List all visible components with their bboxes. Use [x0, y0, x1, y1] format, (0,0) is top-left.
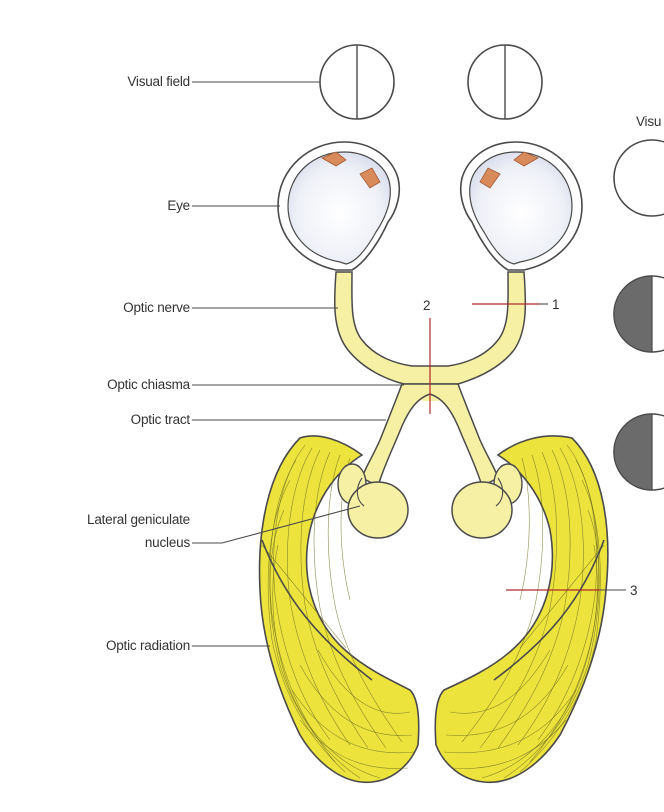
svg-text:Lateral geniculate: Lateral geniculate	[87, 512, 190, 527]
svg-text:nucleus: nucleus	[145, 535, 191, 550]
legend-heading: Visu	[636, 114, 661, 129]
svg-text:Visual field: Visual field	[127, 74, 190, 89]
eye-right	[461, 142, 582, 270]
marker-3-label: 3	[630, 583, 638, 598]
legend-field-normal	[614, 140, 664, 216]
label-eye: Eye	[167, 198, 280, 213]
visual-field-defect-legend: Visu	[614, 114, 664, 490]
visual-field-left	[320, 45, 394, 119]
svg-text:Optic chiasma: Optic chiasma	[107, 377, 191, 392]
svg-text:Optic radiation: Optic radiation	[106, 638, 190, 653]
label-optic-nerve: Optic nerve	[123, 300, 338, 315]
label-optic-chiasma: Optic chiasma	[107, 377, 404, 392]
label-optic-radiation: Optic radiation	[106, 638, 270, 653]
visual-field-right	[468, 45, 542, 119]
eye-left	[278, 142, 399, 270]
label-optic-tract: Optic tract	[131, 412, 386, 427]
label-lateral-geniculate-nucleus: Lateral geniculate nucleus	[87, 506, 360, 550]
legend-field-defect-2	[614, 414, 664, 490]
svg-text:Eye: Eye	[167, 198, 190, 213]
label-visual-field: Visual field	[127, 74, 320, 89]
svg-text:Optic nerve: Optic nerve	[123, 300, 190, 315]
svg-text:Optic tract: Optic tract	[131, 412, 191, 427]
marker-2-label: 2	[423, 298, 431, 313]
marker-1-label: 1	[552, 297, 560, 312]
legend-field-defect-1	[614, 276, 664, 352]
